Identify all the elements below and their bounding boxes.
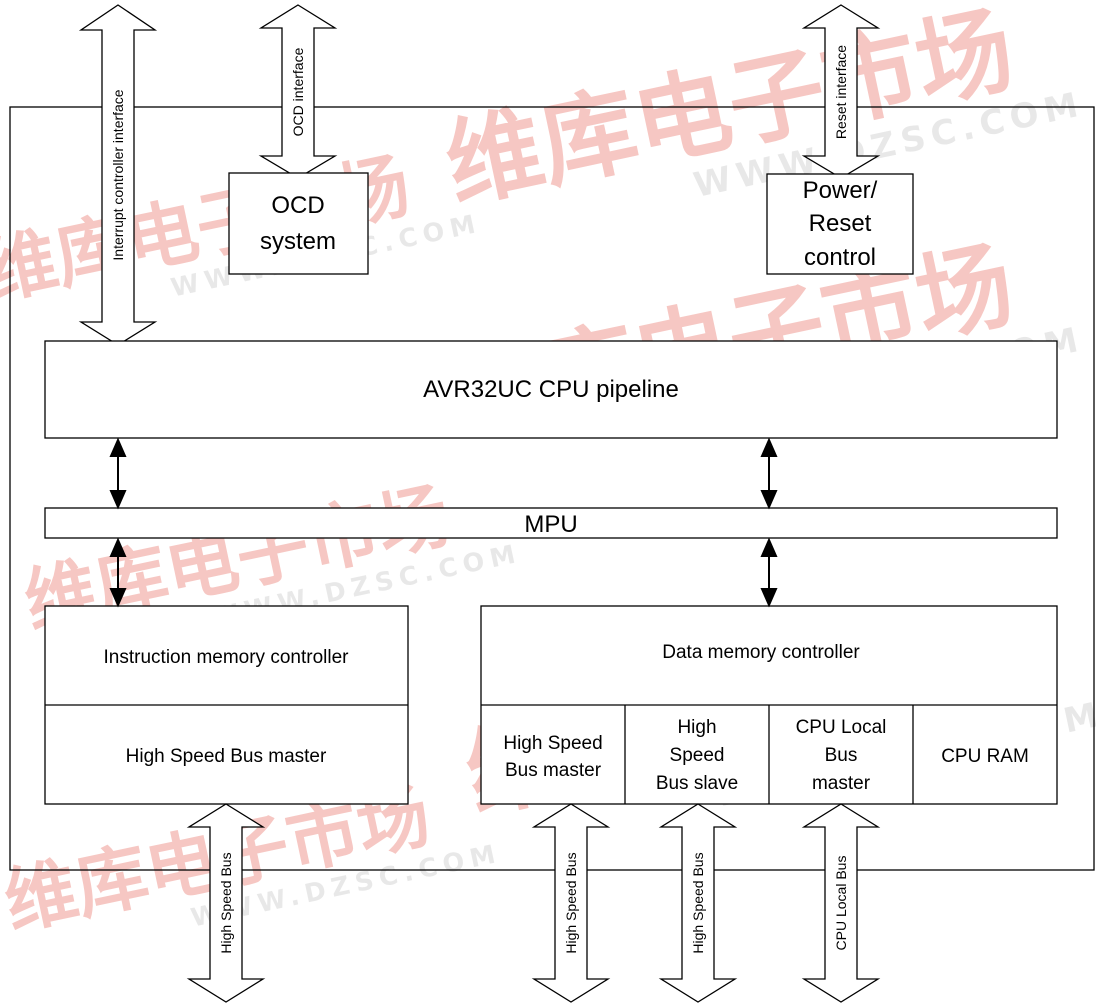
arrowhead <box>760 437 778 457</box>
power-reset-line-3: control <box>804 244 876 271</box>
arrowhead <box>109 490 127 510</box>
power-reset-line-1: Power/ <box>803 177 878 204</box>
dmc-bus-slave-line-1: High <box>677 717 716 738</box>
interrupt-interface-label: Interrupt controller interface <box>110 89 126 260</box>
power-reset-line-2: Reset <box>809 210 872 237</box>
hsb-label-1: High Speed Bus <box>218 852 234 953</box>
cpu-local-bus-arrow <box>801 803 881 1003</box>
reset-interface-label: Reset interface <box>833 45 849 139</box>
imc-bus-master-label: High Speed Bus master <box>126 746 327 767</box>
cpu-local-bus-label: CPU Local Bus <box>833 856 849 951</box>
hsb-arrow-3 <box>658 803 738 1003</box>
arrowhead <box>109 588 127 608</box>
ocd-interface-label: OCD interface <box>290 47 306 136</box>
dmc-bus-master-line-2: Bus master <box>505 760 602 781</box>
dmc-bus-slave-line-3: Bus slave <box>656 773 738 794</box>
ocd-system-line-2: system <box>260 228 336 255</box>
arrowhead <box>760 588 778 608</box>
dmc-bus-master-line-1: High Speed <box>503 733 602 754</box>
cpu-pipeline-label: AVR32UC CPU pipeline <box>423 376 679 403</box>
ocd-system-block <box>228 172 369 275</box>
hsb-label-2: High Speed Bus <box>563 852 579 953</box>
cpu-local-bus-master-line-3: master <box>812 773 871 794</box>
arrowhead <box>109 437 127 457</box>
power-reset-block <box>766 173 914 275</box>
dmc-label: Data memory controller <box>662 642 860 663</box>
hsb-label-3: High Speed Bus <box>690 852 706 953</box>
arrowhead <box>109 537 127 557</box>
mpu-block <box>44 507 1058 539</box>
cpu-ram-label: CPU RAM <box>941 746 1029 767</box>
arrowhead <box>760 490 778 510</box>
hsb-arrow-1 <box>186 803 266 1003</box>
imc-label: Instruction memory controller <box>104 647 350 668</box>
mpu-label: MPU <box>524 511 577 538</box>
cpu-local-bus-master-line-2: Bus <box>825 745 858 766</box>
arrowhead <box>760 537 778 557</box>
ocd-system-line-1: OCD <box>271 192 324 219</box>
dmc-bus-slave-line-2: Speed <box>670 745 725 766</box>
hsb-arrow-2 <box>531 803 611 1003</box>
cpu-boundary <box>9 106 1095 871</box>
cpu-local-bus-master-line-1: CPU Local <box>796 717 887 738</box>
cpu-pipeline-block <box>44 340 1058 439</box>
